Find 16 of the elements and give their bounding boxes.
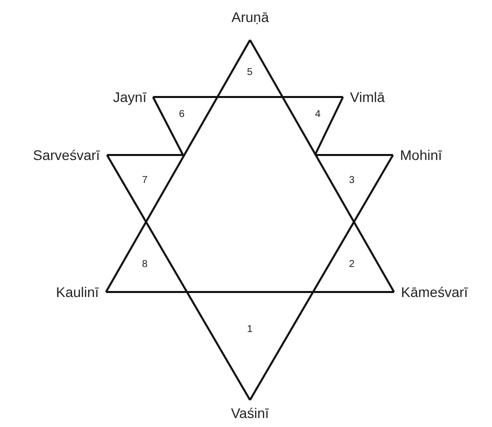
vertex-label: Kāmeśvarī xyxy=(401,285,468,299)
region-number: 2 xyxy=(349,260,355,270)
region-number: 6 xyxy=(179,110,185,120)
vertex-label: Sarveśvarī xyxy=(33,148,100,162)
vertex-label: Aruṇā xyxy=(232,10,269,24)
region-number: 3 xyxy=(349,176,355,186)
vertex-label: Jaynī xyxy=(113,90,146,104)
region-number: 4 xyxy=(315,110,321,120)
vertex-label: Vimlā xyxy=(350,90,385,104)
vertex-label: Mohinī xyxy=(400,148,442,162)
region-number: 7 xyxy=(142,176,148,186)
region-number: 1 xyxy=(247,325,253,335)
region-number: 8 xyxy=(142,260,148,270)
vertex-label: Vaśinī xyxy=(231,406,269,420)
region-number: 5 xyxy=(247,68,253,78)
vertex-label: Kaulinī xyxy=(56,285,99,299)
